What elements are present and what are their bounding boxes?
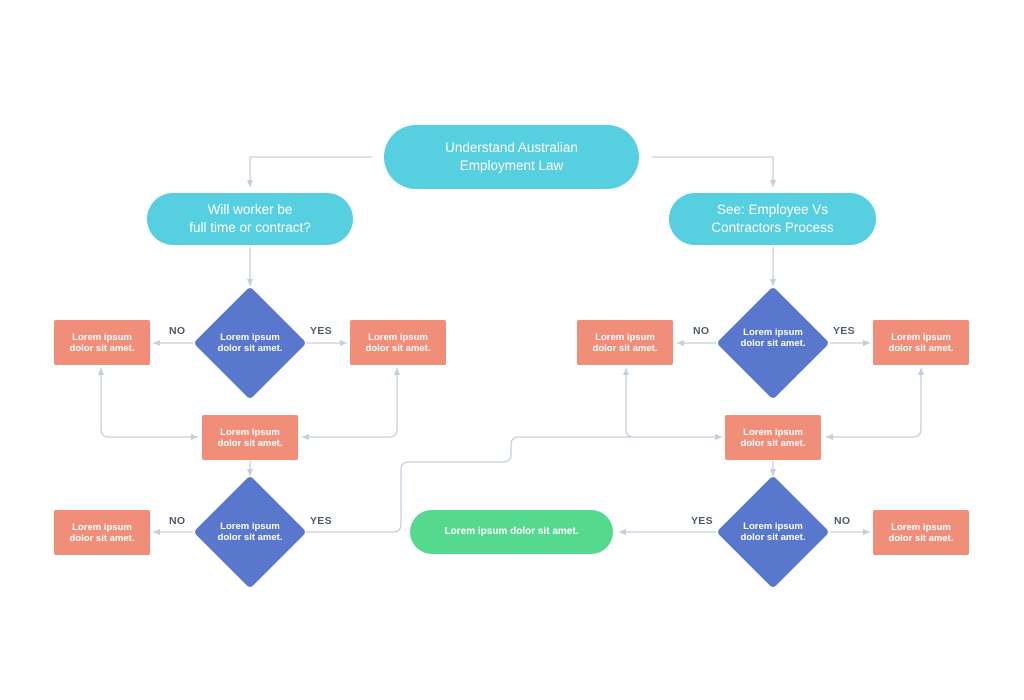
right-merge-box: Lorem ipsum dolor sit amet. <box>725 415 821 460</box>
right-decision-2-no-label: NO <box>834 515 851 527</box>
left-decision-1-yes-box: Lorem ipsum dolor sit amet. <box>350 320 446 365</box>
left-decision-1-no-label: NO <box>169 325 186 337</box>
start-node: Understand Australian Employment Law <box>384 125 639 189</box>
left-decision-1-yes-label: YES <box>310 325 332 337</box>
connector-top-to-left <box>246 156 372 187</box>
connector-left-nobox-to-merge <box>97 368 198 441</box>
right-decision-2-yes-label: YES <box>691 515 713 527</box>
connector-right-nobox-to-merge <box>622 368 635 438</box>
left-decision-2-label: Lorem ipsum dolor sit amet. <box>217 521 283 543</box>
left-decision-2-no-label: NO <box>169 515 186 527</box>
left-decision-1-no-box: Lorem ipsum dolor sit amet. <box>54 320 150 365</box>
connector-right-yesbox-to-merge <box>826 368 925 441</box>
right-decision-1-label: Lorem ipsum dolor sit amet. <box>740 327 806 349</box>
right-process-node: See: Employee Vs Contractors Process <box>669 193 876 245</box>
connector-left-yesbox-to-merge <box>302 368 401 441</box>
right-decision-1-yes-box: Lorem ipsum dolor sit amet. <box>873 320 969 365</box>
right-decision-1-no-box: Lorem ipsum dolor sit amet. <box>577 320 673 365</box>
right-decision-2-no-box: Lorem ipsum dolor sit amet. <box>873 510 969 555</box>
left-decision-2-yes-label: YES <box>310 515 332 527</box>
connector-left-d2-yes-to-right-merge <box>306 433 722 533</box>
terminal-node: Lorem ipsum dolor sit amet. <box>410 510 613 554</box>
left-question-node: Will worker be full time or contract? <box>147 193 353 245</box>
right-decision-2-label: Lorem ipsum dolor sit amet. <box>740 521 806 543</box>
left-decision-1-label: Lorem ipsum dolor sit amet. <box>217 332 283 354</box>
right-decision-1-no-label: NO <box>693 325 710 337</box>
left-decision-2-no-box: Lorem ipsum dolor sit amet. <box>54 510 150 555</box>
left-merge-box: Lorem ipsum dolor sit amet. <box>202 415 298 460</box>
connector-top-to-right <box>652 156 777 187</box>
right-decision-1-yes-label: YES <box>833 325 855 337</box>
